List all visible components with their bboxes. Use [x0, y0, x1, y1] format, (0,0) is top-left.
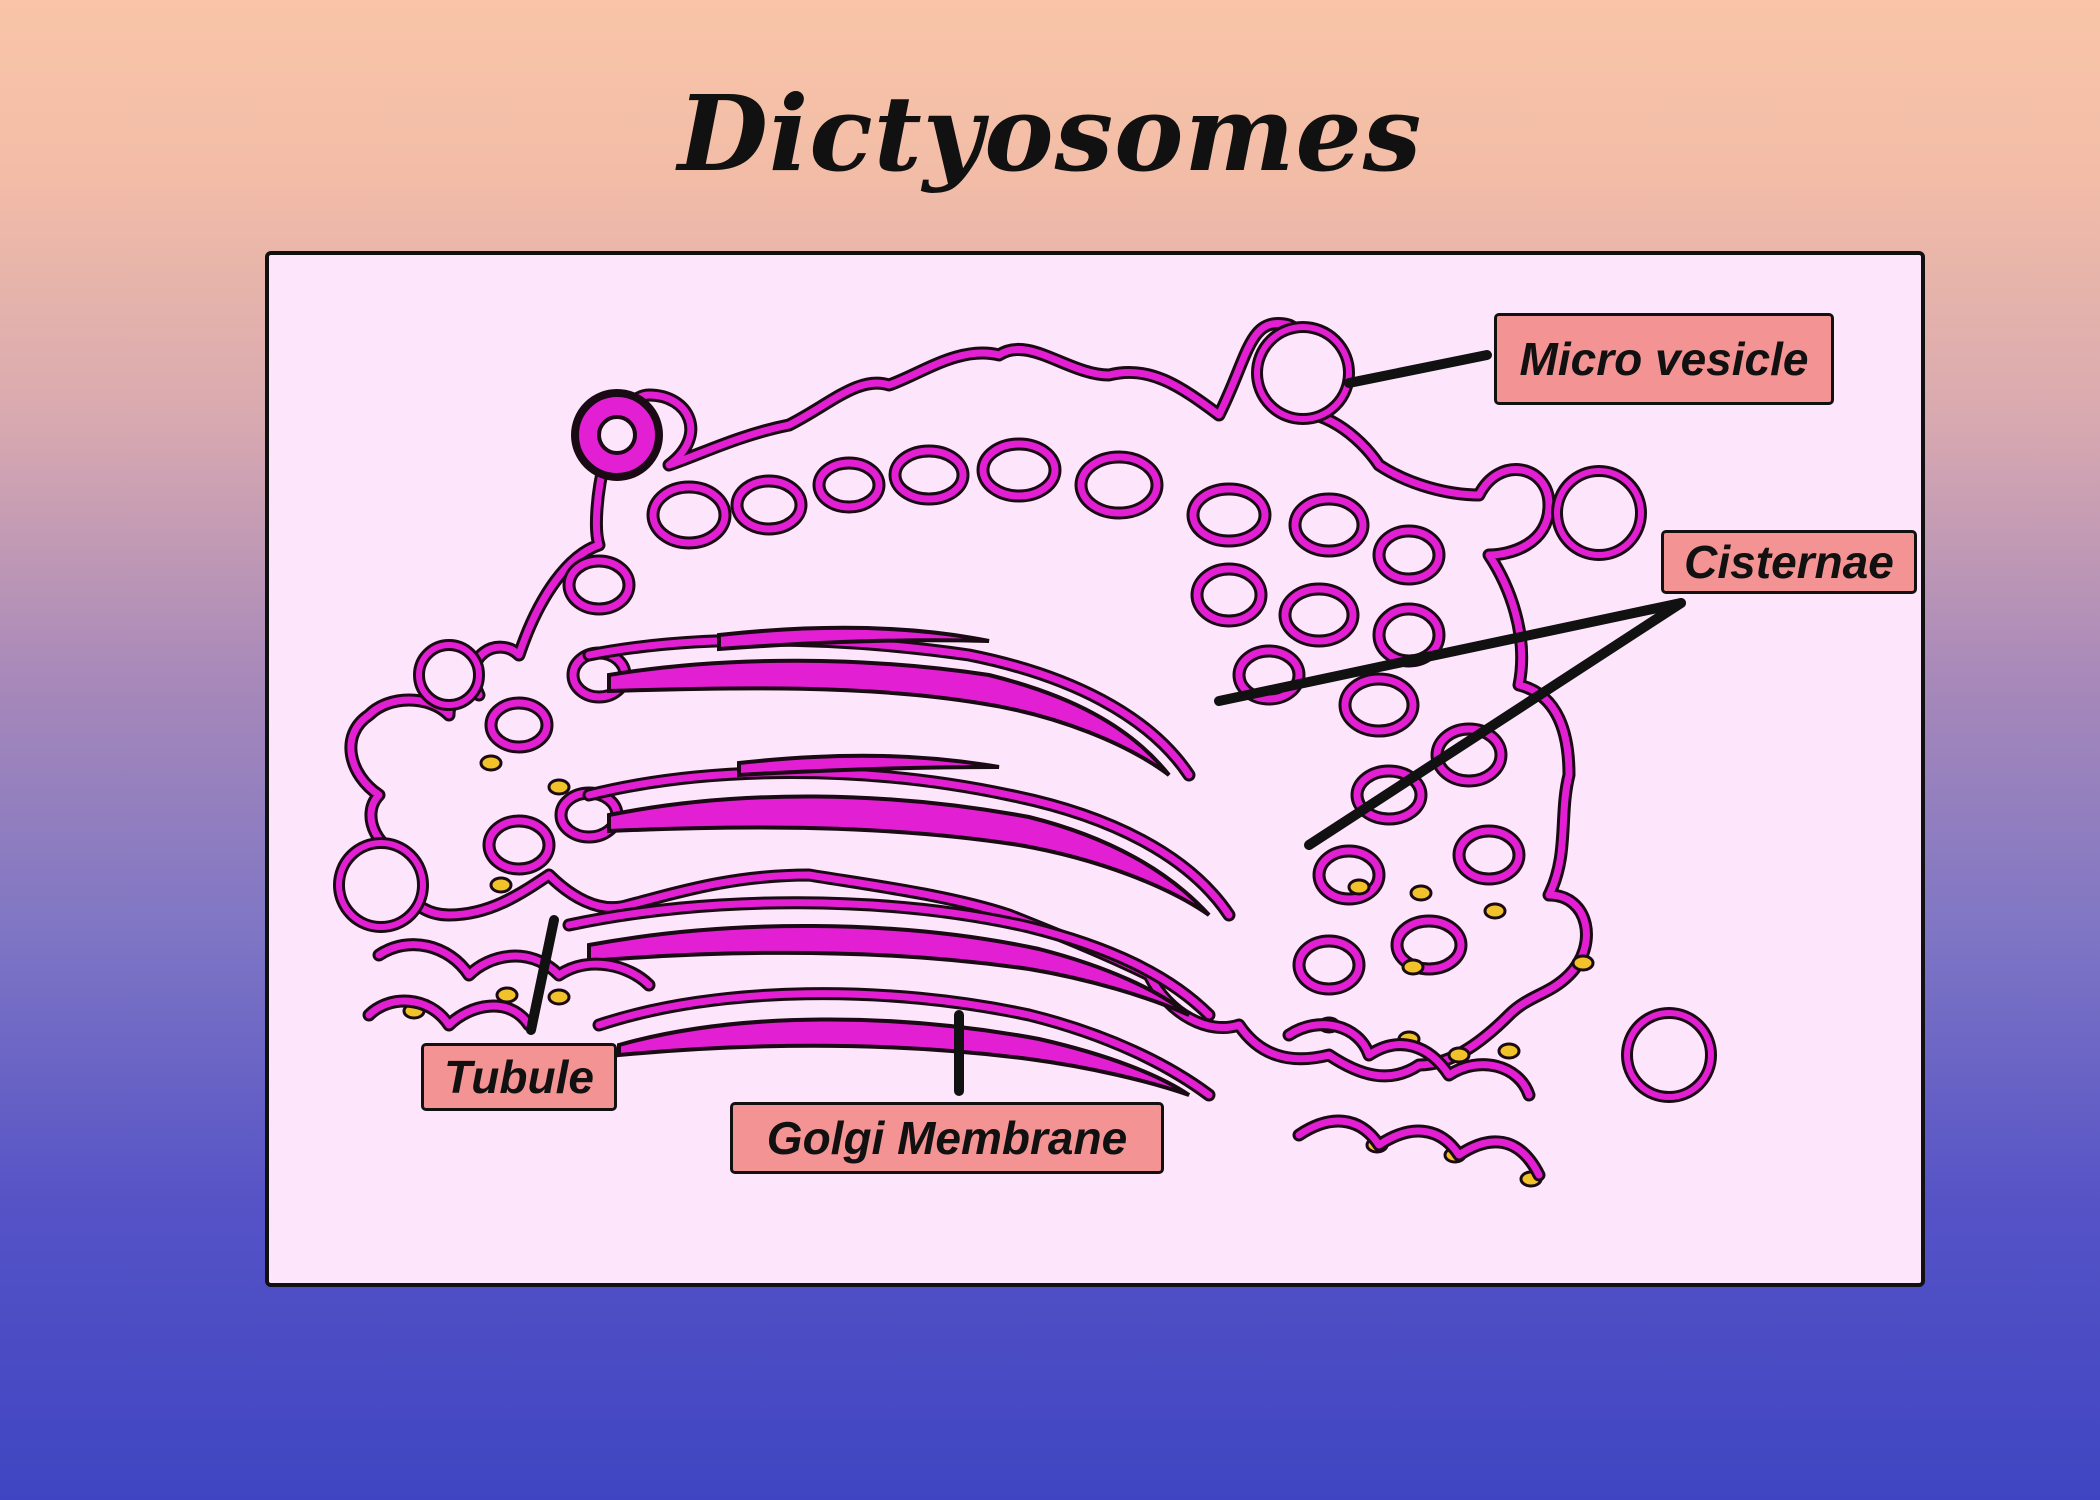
- diagram-panel: .mem { fill:none; stroke:#1a0a14; stroke…: [265, 251, 1925, 1287]
- label-tubule: Tubule: [421, 1043, 617, 1111]
- lower-tubule-network: [362, 938, 1546, 1182]
- label-pointers: [526, 350, 1686, 1096]
- label-golgi-membrane: Golgi Membrane: [730, 1102, 1164, 1174]
- golgi-outer-network: [344, 317, 1593, 1083]
- cisternae-stacks: [562, 625, 1236, 1102]
- label-micro-vesicle: Micro vesicle: [1494, 313, 1834, 405]
- label-cisternae: Cisternae: [1661, 530, 1917, 594]
- golgi-illustration: .mem { fill:none; stroke:#1a0a14; stroke…: [333, 317, 1717, 1188]
- terminal-vesicles: [333, 321, 1717, 1103]
- page-title: Dictyosomes: [677, 72, 1423, 195]
